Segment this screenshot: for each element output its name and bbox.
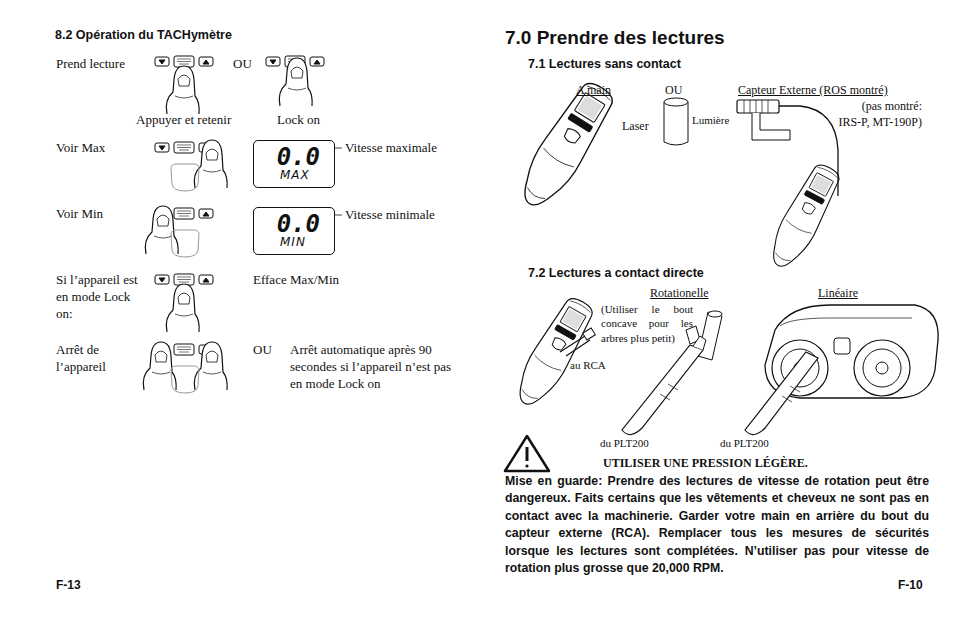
leader-line bbox=[334, 148, 342, 149]
released-button bbox=[171, 164, 199, 191]
row-label: Voir Max bbox=[56, 140, 105, 156]
display-value: 0.0 bbox=[254, 208, 334, 236]
warning-heading: UTILISER UNE PRESSION LÉGÈRE. bbox=[603, 456, 808, 470]
external-sensor bbox=[744, 100, 768, 113]
tachometer bbox=[763, 160, 845, 274]
display-mode: MIN bbox=[254, 236, 334, 252]
finger-icon bbox=[194, 140, 227, 188]
external-sensor bbox=[737, 100, 779, 113]
rca-connector bbox=[560, 336, 590, 356]
note: (pas montré: IRS-P, MT-190P) bbox=[838, 99, 922, 130]
conjunction: OU bbox=[253, 342, 272, 358]
linear-wheel bbox=[834, 338, 850, 354]
caption: Rotationelle bbox=[650, 286, 709, 300]
display-caption: Vitesse minimale bbox=[345, 207, 435, 223]
released-button bbox=[171, 164, 199, 393]
contact-tips bbox=[698, 312, 722, 360]
caption: Lock on bbox=[277, 112, 320, 128]
released-button bbox=[171, 366, 199, 393]
part-label: du PLT200 bbox=[600, 437, 649, 450]
display-mode: MAX bbox=[254, 169, 334, 185]
external-sensor bbox=[779, 106, 838, 196]
linear-wheel bbox=[863, 349, 901, 387]
rca-connector bbox=[583, 328, 596, 340]
page-number: F-10 bbox=[898, 578, 923, 592]
finger-icon bbox=[166, 66, 199, 114]
rca-connector bbox=[560, 328, 595, 356]
row-label: Arrêt de l’appareil bbox=[56, 342, 122, 376]
row-label: Voir Min bbox=[56, 206, 103, 222]
linear-wheel bbox=[780, 318, 912, 326]
tachometer bbox=[509, 293, 599, 413]
linear-wheel bbox=[854, 340, 910, 396]
display-caption: Vitesse maximale bbox=[345, 140, 437, 156]
reflective-target bbox=[664, 102, 688, 145]
page-number: F-13 bbox=[56, 578, 81, 592]
lcd-display: 0.0MAX bbox=[253, 140, 335, 188]
row-label: Prend lecture bbox=[56, 56, 125, 72]
finger-icon bbox=[166, 284, 199, 332]
linear-probe bbox=[745, 352, 818, 435]
part-label: au RCA bbox=[570, 359, 606, 372]
note: (Utiliser le bout concave pour les arbre… bbox=[601, 302, 693, 345]
caption: Efface Max/Min bbox=[253, 272, 339, 288]
button-row bbox=[155, 56, 213, 67]
lcd-display: 0.0MIN bbox=[253, 207, 335, 255]
external-sensor bbox=[752, 113, 790, 140]
section-heading: 8.2 Opération du TACHymètre bbox=[55, 28, 232, 43]
warning-symbol bbox=[525, 464, 528, 467]
contact-tips bbox=[708, 311, 722, 317]
leader-line bbox=[334, 215, 342, 216]
finger-icon bbox=[143, 342, 176, 390]
caption: Capteur Externe (ROS montré) bbox=[738, 83, 888, 97]
caption: Appuyer et retenir bbox=[136, 112, 231, 128]
linear-probe bbox=[745, 352, 818, 435]
warning-symbol bbox=[505, 436, 549, 471]
note: Arrêt automatique après 90 secondes si l… bbox=[290, 342, 458, 393]
rotational-probe bbox=[622, 345, 703, 435]
warning-symbol bbox=[526, 447, 529, 461]
conjunction: OU bbox=[665, 83, 682, 97]
section-heading: 7.1 Lectures sans contact bbox=[528, 57, 681, 72]
finger-icon bbox=[279, 58, 312, 106]
linear-probe bbox=[782, 386, 800, 402]
part-label: Laser bbox=[622, 119, 649, 133]
conjunction: OU bbox=[233, 56, 252, 72]
display-value: 0.0 bbox=[254, 141, 334, 169]
warning-text: Mise en guarde: Prendre des lectures de … bbox=[505, 473, 929, 577]
caption: Linéaire bbox=[818, 286, 858, 300]
button-row bbox=[155, 56, 324, 355]
finger-icon bbox=[145, 206, 178, 254]
leader-line bbox=[334, 148, 342, 215]
part-label: du PLT200 bbox=[720, 437, 769, 450]
finger-icon bbox=[194, 342, 227, 390]
reflective-target bbox=[664, 98, 688, 106]
tachometer bbox=[512, 77, 621, 215]
rotational-probe bbox=[622, 336, 706, 435]
warning-symbol bbox=[505, 436, 549, 471]
button-row bbox=[155, 274, 213, 285]
rotational-probe bbox=[693, 336, 706, 350]
reflective-target bbox=[664, 98, 688, 145]
released-button bbox=[171, 230, 199, 257]
linear-wheel bbox=[876, 362, 888, 374]
part-label: Lumière bbox=[692, 114, 729, 127]
external-sensor bbox=[737, 100, 838, 196]
row-label: Si l’appareil est en mode Lock on: bbox=[56, 272, 140, 323]
caption: A main bbox=[576, 83, 611, 97]
section-title: 7.0 Prendre des lectures bbox=[505, 25, 725, 51]
rotational-probe bbox=[660, 384, 678, 400]
section-heading: 7.2 Lectures a contact directe bbox=[528, 266, 704, 281]
